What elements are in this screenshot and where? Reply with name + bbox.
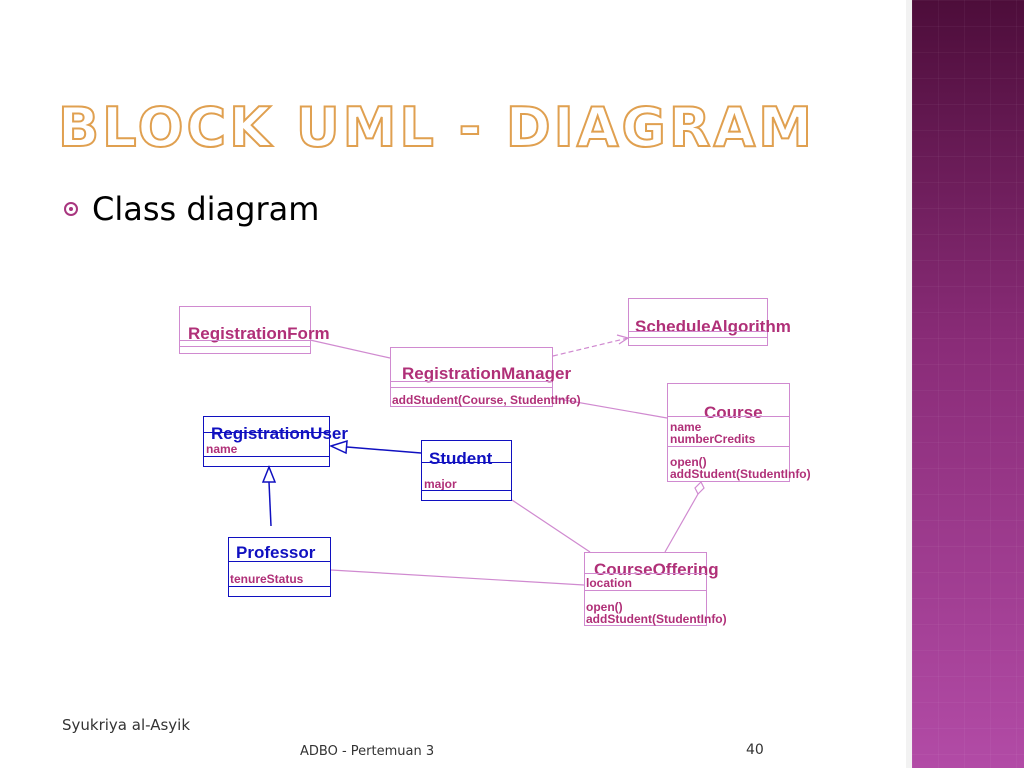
class-course: Course name numberCredits open() addStud…	[667, 383, 811, 482]
dependency-manager-algorithm	[552, 337, 629, 357]
generalization-arrowhead-professor	[261, 464, 277, 483]
assoc-professor-offering	[330, 569, 585, 586]
generalization-professor-user	[268, 481, 272, 527]
assoc-form-manager	[309, 339, 391, 359]
class-registration-manager: RegistrationManager addStudent(Course, S…	[390, 347, 581, 407]
assoc-student-offering	[511, 499, 591, 553]
class-name: RegistrationManager	[402, 364, 572, 383]
class-schedule-algorithm: ScheduleAlgorithm	[628, 298, 791, 346]
bullet-text: Class diagram	[92, 190, 320, 228]
attribute: numberCredits	[670, 432, 756, 446]
class-name: Professor	[236, 543, 316, 562]
generalization-student-user	[346, 446, 422, 454]
class-registration-user: RegistrationUser name	[203, 416, 348, 467]
class-name: RegistrationUser	[211, 424, 348, 443]
footer-page-number: 40	[746, 742, 764, 758]
operation: open()	[586, 600, 623, 614]
class-name: ScheduleAlgorithm	[635, 317, 791, 336]
class-name: Course	[704, 403, 763, 422]
class-name: RegistrationForm	[188, 324, 330, 343]
generalization-arrowhead-student	[328, 439, 348, 455]
assoc-manager-course	[552, 397, 668, 419]
class-professor: Professor tenureStatus	[228, 537, 331, 597]
dependency-arrowhead	[616, 334, 630, 345]
slide-title: BLOCK UML - DIAGRAM	[57, 95, 815, 160]
aggregation-diamond	[694, 480, 705, 496]
operation: addStudent(Course, StudentInfo)	[392, 393, 581, 407]
attribute: location	[586, 576, 633, 590]
footer-course: ADBO - Pertemuan 3	[300, 744, 435, 759]
class-registration-form: RegistrationForm	[179, 306, 330, 354]
class-course-offering: CourseOffering location open() addStuden…	[584, 552, 727, 626]
decorative-sidebar	[912, 0, 1024, 768]
footer-author: Syukriya al-Asyik	[62, 716, 191, 734]
operation: addStudent(StudentInfo)	[670, 467, 811, 481]
bullet-icon	[64, 202, 78, 216]
class-name: CourseOffering	[594, 560, 719, 579]
sidebar-edge	[906, 0, 912, 768]
attribute: tenureStatus	[230, 572, 304, 586]
aggregation-offering-course	[664, 493, 699, 553]
attribute: name	[670, 420, 702, 434]
operation: open()	[670, 455, 707, 469]
attribute: name	[206, 442, 238, 456]
attribute: major	[424, 477, 457, 491]
class-student: Student major	[421, 440, 512, 501]
class-name: Student	[429, 449, 493, 468]
operation: addStudent(StudentInfo)	[586, 612, 727, 626]
